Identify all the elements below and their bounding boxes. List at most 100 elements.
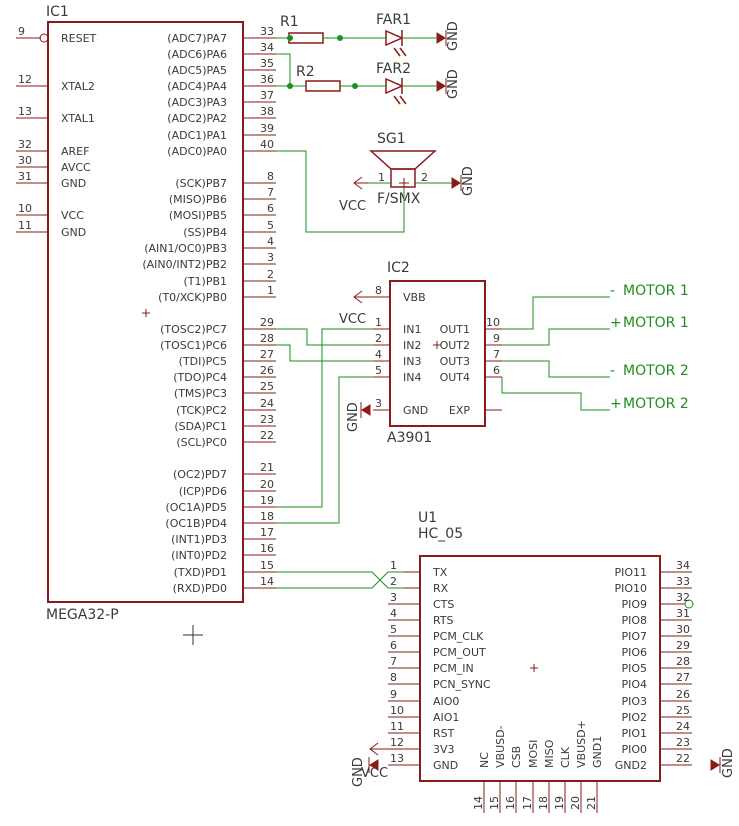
ic1-pin-label: (SCL)PC0 [176,436,227,449]
u1-pin-number: 31 [676,607,690,620]
u1-pin-label: RST [433,727,455,740]
ic1-pin-number: 17 [260,526,274,539]
ic1-pin-number: 6 [267,202,274,215]
far2-led: FAR2 [376,61,411,95]
ic1-pin-label: AVCC [61,161,91,174]
u1-bottom-pin-label: VBUSD- [494,725,507,768]
u1-bottom-pin-label: GND1 [591,736,604,768]
ic2-pin-number: 6 [493,364,500,377]
motor-terminal-label: MOTOR 2 [623,396,689,412]
u1-pin-label: PIO5 [621,662,647,675]
ic1-pin-number: 16 [260,542,274,555]
ic1-pin-number: 39 [260,122,274,135]
gnd-symbol-ic2: GND [346,402,371,432]
r2-body [305,80,341,92]
u1-pin-number: 24 [676,720,690,733]
u1-bottom-pin-number: 19 [553,796,566,810]
ic1-pin: 38(ADC2)PA2 [167,105,276,125]
vcc-symbol-u1: VCC [361,742,388,781]
ic1-pin: 22(SCL)PC0 [176,429,276,449]
ic1-pin-number: 10 [18,202,32,215]
ic1-chip: IC1 MEGA32-P 9RESET12XTAL213XTAL132AREF3… [16,4,276,623]
ic1-pin-number: 14 [260,575,274,588]
gnd-symbol-far1: GND [436,21,461,51]
ic1-value: MEGA32-P [46,607,119,623]
u1-pin-number: 4 [390,607,397,620]
ic1-pin-number: 30 [18,154,32,167]
ic1-pin: 4(AIN1/OC0)PB3 [144,235,276,255]
u1-pin-number: 33 [676,575,690,588]
vcc-label-sg1: VCC [339,199,366,214]
u1-pin-number: 27 [676,671,690,684]
u1-bottom-pin-number: 20 [569,796,582,810]
u1-bottom-pin: VBUSD+20 [569,720,588,813]
ic1-pin-number: 29 [260,316,274,329]
ic1-pin: 27(TDI)PC5 [179,348,276,368]
ic1-pin-number: 9 [18,25,25,38]
ic2-pin-number: 1 [375,316,382,329]
ic1-pin-number: 25 [260,380,274,393]
ic1-pin-number: 4 [267,235,274,248]
ic2-pin-number: 8 [375,284,382,297]
ic1-pin: 5(SS)PB4 [183,219,276,239]
ic1-body [47,21,244,603]
ic1-pin: 15(TXD)PD1 [174,559,276,579]
motor-terminals: -MOTOR 1+MOTOR 1-MOTOR 2+MOTOR 2 [610,283,689,412]
ic1-pin-number: 19 [260,494,274,507]
u1-pin-label: AIO0 [433,695,459,708]
ic1-pin: 28(TOSC1)PC6 [160,332,276,352]
ic1-pin-label: (ADC7)PA7 [167,32,227,45]
far2-ref: FAR2 [376,61,411,77]
u1-pin-number: 3 [390,591,397,604]
power-symbols: GND GND GND VCC VCC GND [339,21,736,787]
ic2-pin-label: IN2 [403,339,421,352]
u1-pin-label: PIO9 [621,598,647,611]
u1-bottom-pin-number: 21 [585,796,598,810]
u1-pin-number: 10 [390,704,404,717]
ic1-pin-label: (MOSI)PB5 [169,209,227,222]
ic2-pin-label: OUT4 [440,371,470,384]
r2-resistor: R2 [296,64,341,92]
ic1-pin-label: XTAL2 [61,80,95,93]
ic1-pin-number: 38 [260,105,274,118]
ic1-pin-number: 20 [260,478,274,491]
gnd-label-ic2: GND [346,402,361,432]
motor-terminal-sign: + [610,315,622,331]
ic1-pin-label: (AIN0/INT2)PB2 [142,258,227,271]
ic1-pin-label: (TOSC1)PC6 [160,339,227,352]
u1-bottom-pin-label: NC [478,752,491,768]
vcc-symbol-sg1: VCC [339,176,368,214]
u1-pin-label: PIO1 [621,727,647,740]
gnd-label-sg1: GND [461,166,476,196]
u1-value: HC_05 [418,526,463,542]
ic1-pin-number: 26 [260,364,274,377]
u1-bottom-pin: GND1 21 [585,736,604,813]
ic1-pin-label: GND [61,177,86,190]
u1-pin-number: 13 [390,752,404,765]
u1-pin-number: 23 [676,736,690,749]
ic1-pin: 33(ADC7)PA7 [167,25,276,45]
ic1-pin-label: (INT0)PD2 [171,549,227,562]
ic1-pin-label: (ADC4)PA4 [167,80,227,93]
sg1-buzzer: SG1 F/SMX 1 2 [369,131,437,207]
ic1-pin: 39(ADC1)PA1 [167,122,276,142]
ic1-pin-label: (RXD)PD0 [173,582,227,595]
ic1-pin-number: 32 [18,138,32,151]
